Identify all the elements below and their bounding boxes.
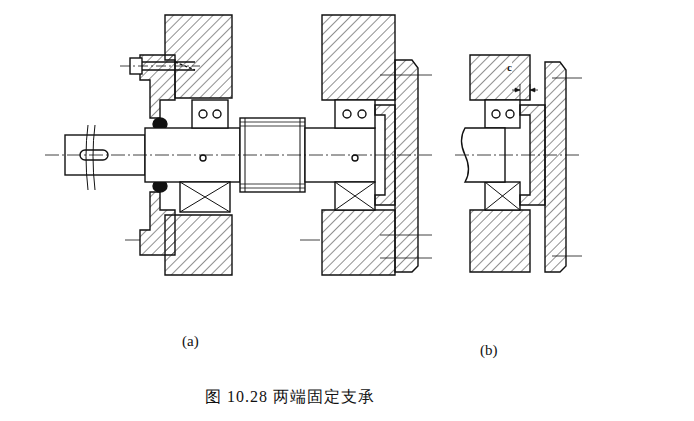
- figure-caption: 图 10.28 两端固定支承: [205, 389, 375, 405]
- subfigure-label: (b): [480, 343, 498, 358]
- subfigure-label: (a): [182, 334, 199, 349]
- gap-symbol: c: [507, 62, 512, 73]
